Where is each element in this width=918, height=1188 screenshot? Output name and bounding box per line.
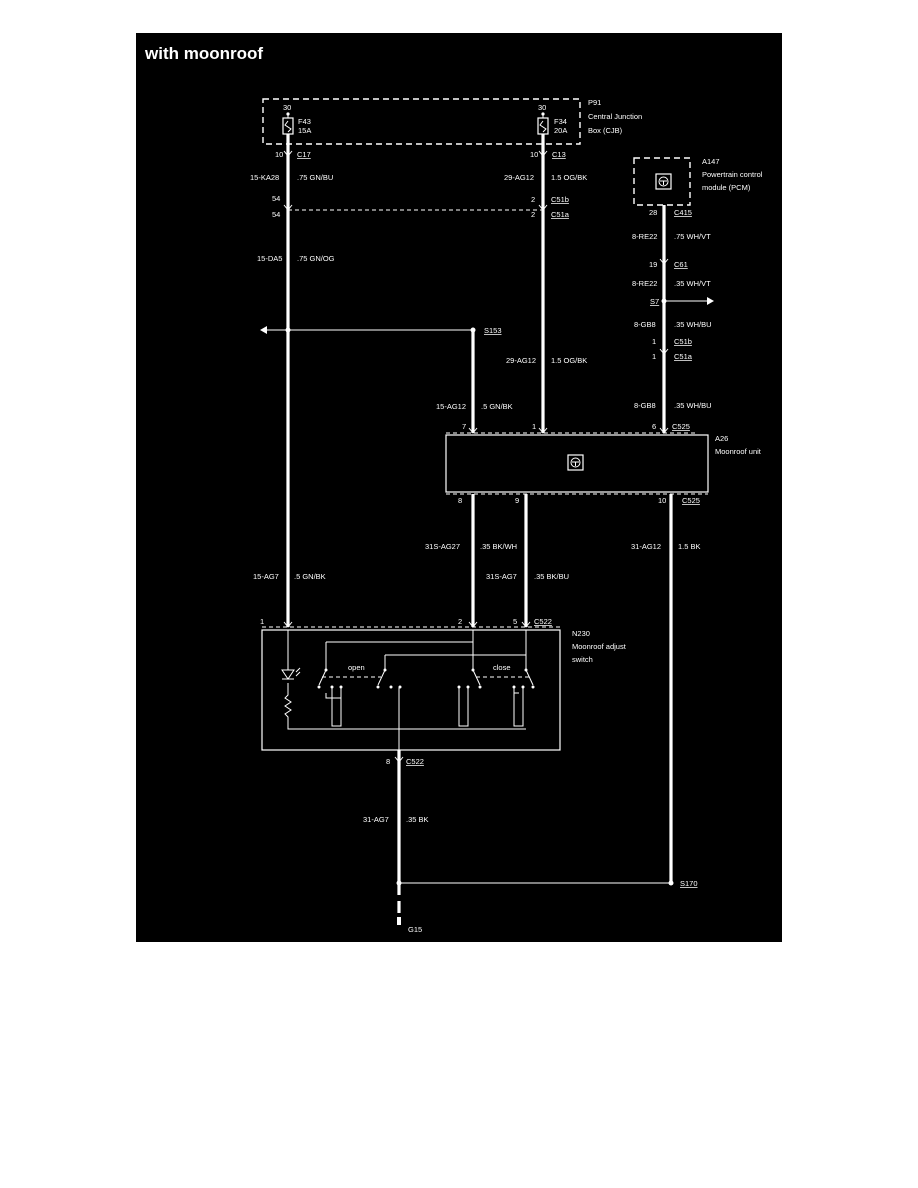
c51a-left-pin: 54 — [272, 210, 280, 219]
lamp-icon — [281, 669, 295, 680]
wire-ag12-top-spec: 1.5 OG/BK — [551, 173, 587, 182]
diagram-canvas: with moonroof P91 Central Junction Box (… — [144, 44, 763, 934]
wire-31ag7-spec: .35 BK — [406, 815, 429, 824]
wire-da5-code: 15-DA5 — [257, 254, 282, 263]
c13-name: C13 — [552, 150, 566, 159]
pcm-module-icon — [655, 173, 672, 190]
wiring-diagram: with moonroof P91 Central Junction Box (… — [136, 33, 782, 942]
wire-ag12-mid-spec: 1.5 OG/BK — [551, 356, 587, 365]
wire-ag27-spec: .35 BK/WH — [480, 542, 517, 551]
cjb-box — [262, 98, 581, 145]
switch-name-line2: switch — [572, 655, 593, 664]
wire-ka28-spec: .75 GN/BU — [297, 173, 333, 182]
fuse-f34-pin: 30 — [538, 103, 546, 112]
c525-top-name: C525 — [672, 422, 690, 431]
c522-pin5: 5 — [513, 617, 517, 626]
wire-da5-spec: .75 GN/OG — [297, 254, 335, 263]
cjb-ref: P91 — [588, 98, 601, 107]
wire-re22-b-code: 8-RE22 — [632, 279, 657, 288]
c17-pin: 10 — [275, 150, 283, 159]
s7-label: S7 — [650, 297, 659, 306]
wire-ag27-code: 31S-AG27 — [425, 542, 460, 551]
cjb-name-line1: Central Junction — [588, 112, 642, 121]
wire-31ag12-code: 31-AG12 — [631, 542, 661, 551]
cjb-name-line2: Box (CJB) — [588, 126, 623, 135]
c522-pin2: 2 — [458, 617, 462, 626]
pcm-ref: A147 — [702, 157, 720, 166]
fuse-f34-rating: 20A — [554, 126, 567, 135]
c51b-name: C51b — [551, 195, 569, 204]
c525-bottom-name: C525 — [682, 496, 700, 505]
switch-name-line1: Moonroof adjust — [572, 642, 627, 651]
c51a-right-name: C51a — [674, 352, 693, 361]
switch-open-label: open — [348, 663, 365, 672]
switch-box — [261, 629, 561, 751]
c522-bottom-pin: 8 — [386, 757, 390, 766]
wire-15ag12-code: 15-AG12 — [436, 402, 466, 411]
pcm-name-line2: module (PCM) — [702, 183, 751, 192]
c13-pin: 10 — [530, 150, 538, 159]
diagram-title: with moonroof — [144, 44, 263, 63]
s153-label: S153 — [484, 326, 502, 335]
pcm-name-line1: Powertrain control — [702, 170, 763, 179]
resistor-icon — [284, 683, 526, 730]
wire-gb8-b-spec: .35 WH/BU — [674, 401, 712, 410]
wire-31sag7-code: 31S-AG7 — [486, 572, 517, 581]
wire-re22-a-code: 8-RE22 — [632, 232, 657, 241]
c525-pin8: 8 — [458, 496, 462, 505]
c17-name: C17 — [297, 150, 311, 159]
wire-ag12-mid-code: 29-AG12 — [506, 356, 536, 365]
ground-icon — [397, 917, 401, 925]
wire-15ag12-spec: .5 GN/BK — [481, 402, 513, 411]
moonroof-module-icon — [567, 454, 584, 471]
fuse-f34-id: F34 — [554, 117, 567, 126]
wire-ka28-code: 15-KA28 — [250, 173, 279, 182]
c415-pin: 28 — [649, 208, 657, 217]
g15-label: G15 — [408, 925, 422, 934]
wire-gb8-b-code: 8-GB8 — [634, 401, 656, 410]
c522-pin1: 1 — [260, 617, 264, 626]
c525-pin6: 6 — [652, 422, 656, 431]
c525-pin1: 1 — [532, 422, 536, 431]
pcm-box — [633, 157, 691, 206]
switch-ref: N230 — [572, 629, 590, 638]
wire-ag12-top-code: 29-AG12 — [504, 173, 534, 182]
c51a-right-pin: 1 — [652, 352, 656, 361]
c522-top-name: C522 — [534, 617, 552, 626]
c51b-pin: 2 — [531, 195, 535, 204]
c525-pin7: 7 — [462, 422, 466, 431]
wire-re22-a-spec: .75 WH/VT — [674, 232, 711, 241]
wire-re22-b-spec: .35 WH/VT — [674, 279, 711, 288]
fuse-f43-rating: 15A — [298, 126, 311, 135]
wire-31ag7-code: 31-AG7 — [363, 815, 389, 824]
switch-close-label: close — [493, 663, 511, 672]
fuse-f43-pin: 30 — [283, 103, 291, 112]
wire-15ag7-code: 15-AG7 — [253, 572, 279, 581]
c51a-pin: 2 — [531, 210, 535, 219]
c51b-left-pin: 54 — [272, 194, 280, 203]
c525-pin9: 9 — [515, 496, 519, 505]
arrow-left-icon — [260, 326, 267, 334]
c61-name: C61 — [674, 260, 688, 269]
wire-31ag12-spec: 1.5 BK — [678, 542, 701, 551]
fuse-f43-id: F43 — [298, 117, 311, 126]
c522-bottom-name: C522 — [406, 757, 424, 766]
s170-label: S170 — [680, 879, 698, 888]
c51b-right-name: C51b — [674, 337, 692, 346]
moonroof-ref: A26 — [715, 434, 728, 443]
wire-gb8-a-spec: .35 WH/BU — [674, 320, 712, 329]
c51a-name: C51a — [551, 210, 570, 219]
c61-pin: 19 — [649, 260, 657, 269]
c415-name: C415 — [674, 208, 692, 217]
wire-31sag7-spec: .35 BK/BU — [534, 572, 569, 581]
arrow-right-icon — [707, 297, 714, 305]
wire-15ag7-spec: .5 GN/BK — [294, 572, 326, 581]
c51b-right-pin: 1 — [652, 337, 656, 346]
c525-pin10: 10 — [658, 496, 666, 505]
wire-gb8-a-code: 8-GB8 — [634, 320, 656, 329]
moonroof-unit-box — [445, 434, 709, 493]
moonroof-name: Moonroof unit — [715, 447, 762, 456]
